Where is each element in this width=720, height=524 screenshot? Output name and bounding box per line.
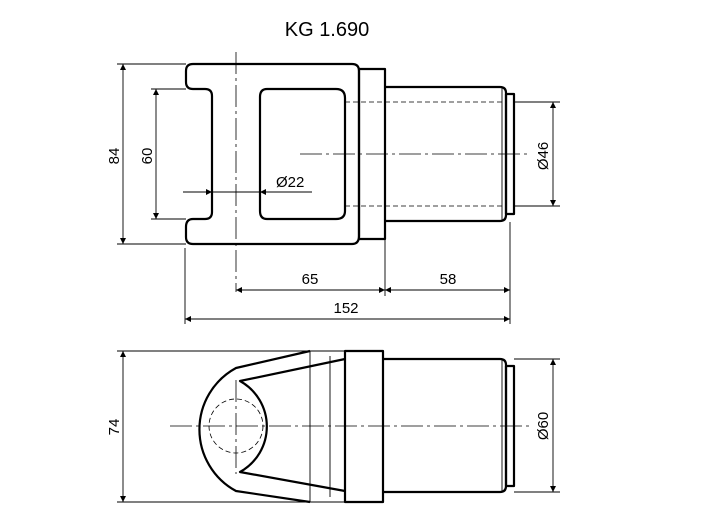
- side-shaft-outline: [383, 357, 508, 494]
- dim-label-152: 152: [333, 300, 358, 317]
- drawing-title: KG 1.690: [285, 19, 370, 41]
- dim-label-58: 58: [440, 271, 457, 288]
- fork-slot-outline: [258, 87, 347, 221]
- dim-label-d22: Ø22: [276, 174, 304, 191]
- dim-label-d60: Ø60: [535, 412, 552, 440]
- top-view: 84 60 Ø22 Ø46 65 58 152: [106, 52, 560, 324]
- dim-label-60: 60: [139, 148, 156, 165]
- side-collar-outline: [343, 349, 385, 504]
- side-view: 74 Ø60: [106, 349, 560, 504]
- dim-label-65: 65: [302, 271, 319, 288]
- eye-outline: [198, 349, 311, 504]
- dim-label-74: 74: [106, 419, 123, 436]
- yoke-inner-v: [238, 357, 346, 493]
- dim-label-84: 84: [106, 148, 123, 165]
- dim-label-d46: Ø46: [535, 142, 552, 170]
